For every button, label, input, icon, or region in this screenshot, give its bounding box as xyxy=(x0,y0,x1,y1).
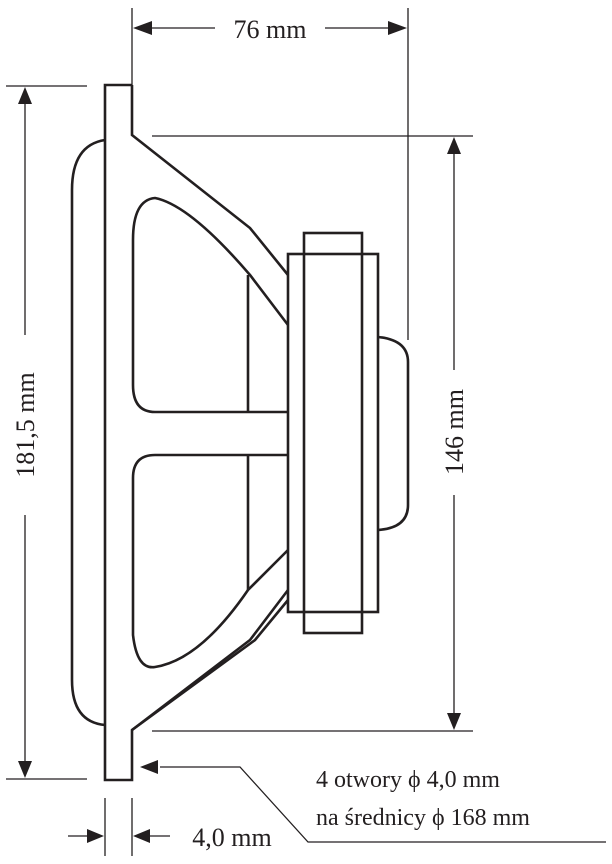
flange-top-slope xyxy=(130,85,290,276)
basket-window-lower xyxy=(131,453,289,669)
arrow-left-icon xyxy=(133,829,150,843)
front-surround xyxy=(70,138,106,727)
flange-bottom-slope xyxy=(131,589,290,732)
rear-cap xyxy=(377,335,410,532)
dimension-depth: 76 mm xyxy=(131,8,409,340)
magnet-core xyxy=(302,231,364,635)
arrow-up-icon xyxy=(447,137,461,154)
arrow-left-icon xyxy=(133,21,152,35)
magnet-plate xyxy=(286,252,380,614)
mounting-hole-callout: 4 otwory ϕ 4,0 mm na średnicy ϕ 168 mm xyxy=(140,760,606,843)
dimension-flange-thickness: 4,0 mm xyxy=(68,798,272,856)
arrow-down-icon xyxy=(18,761,32,778)
flange-thickness-label: 4,0 mm xyxy=(192,823,271,852)
callout-line-1: 4 otwory ϕ 4,0 mm xyxy=(316,767,500,793)
speaker-body xyxy=(70,83,410,782)
arrow-left-icon xyxy=(140,760,158,774)
outer-height-label: 181,5 mm xyxy=(11,372,40,477)
mounting-flange xyxy=(103,83,290,782)
dimension-outer-height: 181,5 mm xyxy=(6,85,87,780)
callout-line-2: na średnicy ϕ 168 mm xyxy=(316,805,530,831)
arrow-down-icon xyxy=(447,713,461,730)
arrow-right-icon xyxy=(87,829,104,843)
cutout-height-label: 146 mm xyxy=(440,389,469,475)
dimension-cutout-height: 146 mm xyxy=(152,135,473,732)
arrow-up-icon xyxy=(18,87,32,104)
arrow-right-icon xyxy=(388,21,407,35)
basket-window-upper xyxy=(131,196,290,414)
depth-label: 76 mm xyxy=(234,15,307,44)
